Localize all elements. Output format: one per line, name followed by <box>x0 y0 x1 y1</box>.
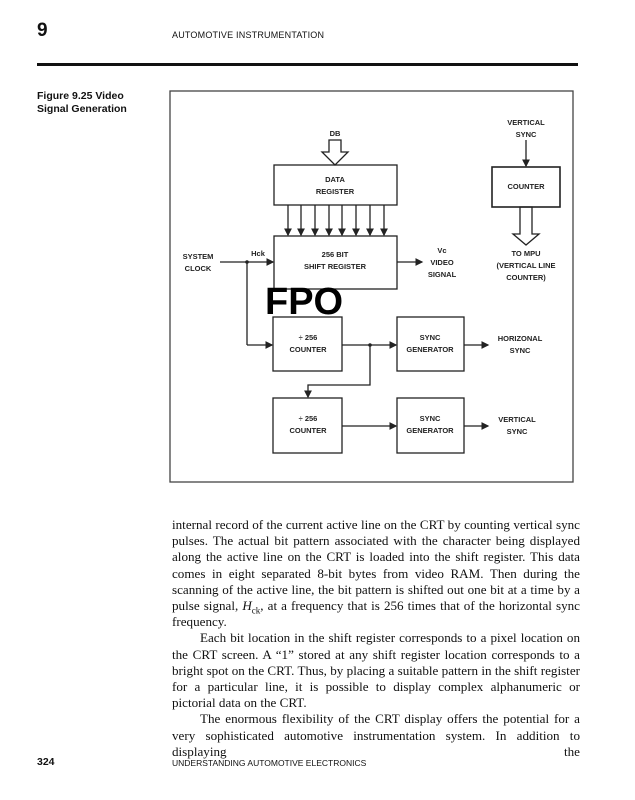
counter-label: COUNTER <box>507 182 545 191</box>
sync-generator-h-label: GENERATOR <box>406 345 454 354</box>
running-head: AUTOMOTIVE INSTRUMENTATION <box>172 30 325 40</box>
to-mpu-label: COUNTER) <box>506 273 546 282</box>
header-rule <box>37 63 578 66</box>
paragraph: Each bit location in the shift register … <box>172 630 580 711</box>
divide-256-counter-h-box <box>272 316 343 372</box>
figure-frame <box>169 90 574 483</box>
system-clock-label: CLOCK <box>185 264 212 273</box>
horizontal-sync-label: SYNC <box>510 346 531 355</box>
video-signal-label: SIGNAL <box>428 270 457 279</box>
hck-subscript: ck <box>251 605 261 616</box>
vertical-sync-output-label: SYNC <box>507 427 528 436</box>
paragraph-text: , at a frequency that is 256 times that … <box>172 598 580 630</box>
data-register-label: REGISTER <box>316 187 355 196</box>
system-clock-label: SYSTEM <box>183 252 214 261</box>
paragraph-text: internal record of the current active li… <box>172 517 580 614</box>
shift-register-label: 256 BIT <box>322 250 349 259</box>
horizontal-sync-label: HORIZONAL <box>498 334 543 343</box>
db-label: DB <box>330 129 341 138</box>
counter-h-label: COUNTER <box>289 345 327 354</box>
to-mpu-arrow <box>511 206 541 246</box>
shift-register-label: SHIFT REGISTER <box>304 262 367 271</box>
hck-symbol: H <box>242 598 252 614</box>
video-signal-diagram: DB DATA REGISTER 256 BIT SHIFT REGISTER … <box>169 90 574 483</box>
counter-h-label: ÷ 256 <box>299 333 318 342</box>
page-number: 324 <box>37 756 55 768</box>
fpo-watermark: FPO <box>265 281 343 323</box>
video-signal-label: VIDEO <box>430 258 454 267</box>
vertical-sync-input-label: VERTICAL <box>507 118 545 127</box>
to-mpu-label: (VERTICAL LINE <box>496 261 555 270</box>
vertical-sync-output-label: VERTICAL <box>498 415 536 424</box>
counter-v-label: ÷ 256 <box>299 414 318 423</box>
data-register-box <box>273 164 398 206</box>
data-bus-arrows <box>284 205 388 237</box>
to-mpu-label: TO MPU <box>511 249 540 258</box>
hck-label: Hck <box>251 249 266 258</box>
sync-generator-v-label: GENERATOR <box>406 426 454 435</box>
chapter-number: 9 <box>37 20 48 41</box>
paragraph: internal record of the current active li… <box>172 517 580 630</box>
sync-generator-h-box <box>396 316 465 372</box>
counter-v-label: COUNTER <box>289 426 327 435</box>
footer-title: UNDERSTANDING AUTOMOTIVE ELECTRONICS <box>172 758 367 768</box>
sync-generator-h-label: SYNC <box>420 333 441 342</box>
sync-generator-v-label: SYNC <box>420 414 441 423</box>
data-register-label: DATA <box>325 175 345 184</box>
paragraph: The enormous flexibility of the CRT disp… <box>172 711 580 759</box>
figure-caption: Figure 9.25 Video Signal Generation <box>37 90 127 115</box>
db-arrow <box>320 139 350 166</box>
body-text: internal record of the current active li… <box>172 517 580 760</box>
vertical-sync-input-label: SYNC <box>516 130 537 139</box>
video-signal-label: Vc <box>437 246 446 255</box>
